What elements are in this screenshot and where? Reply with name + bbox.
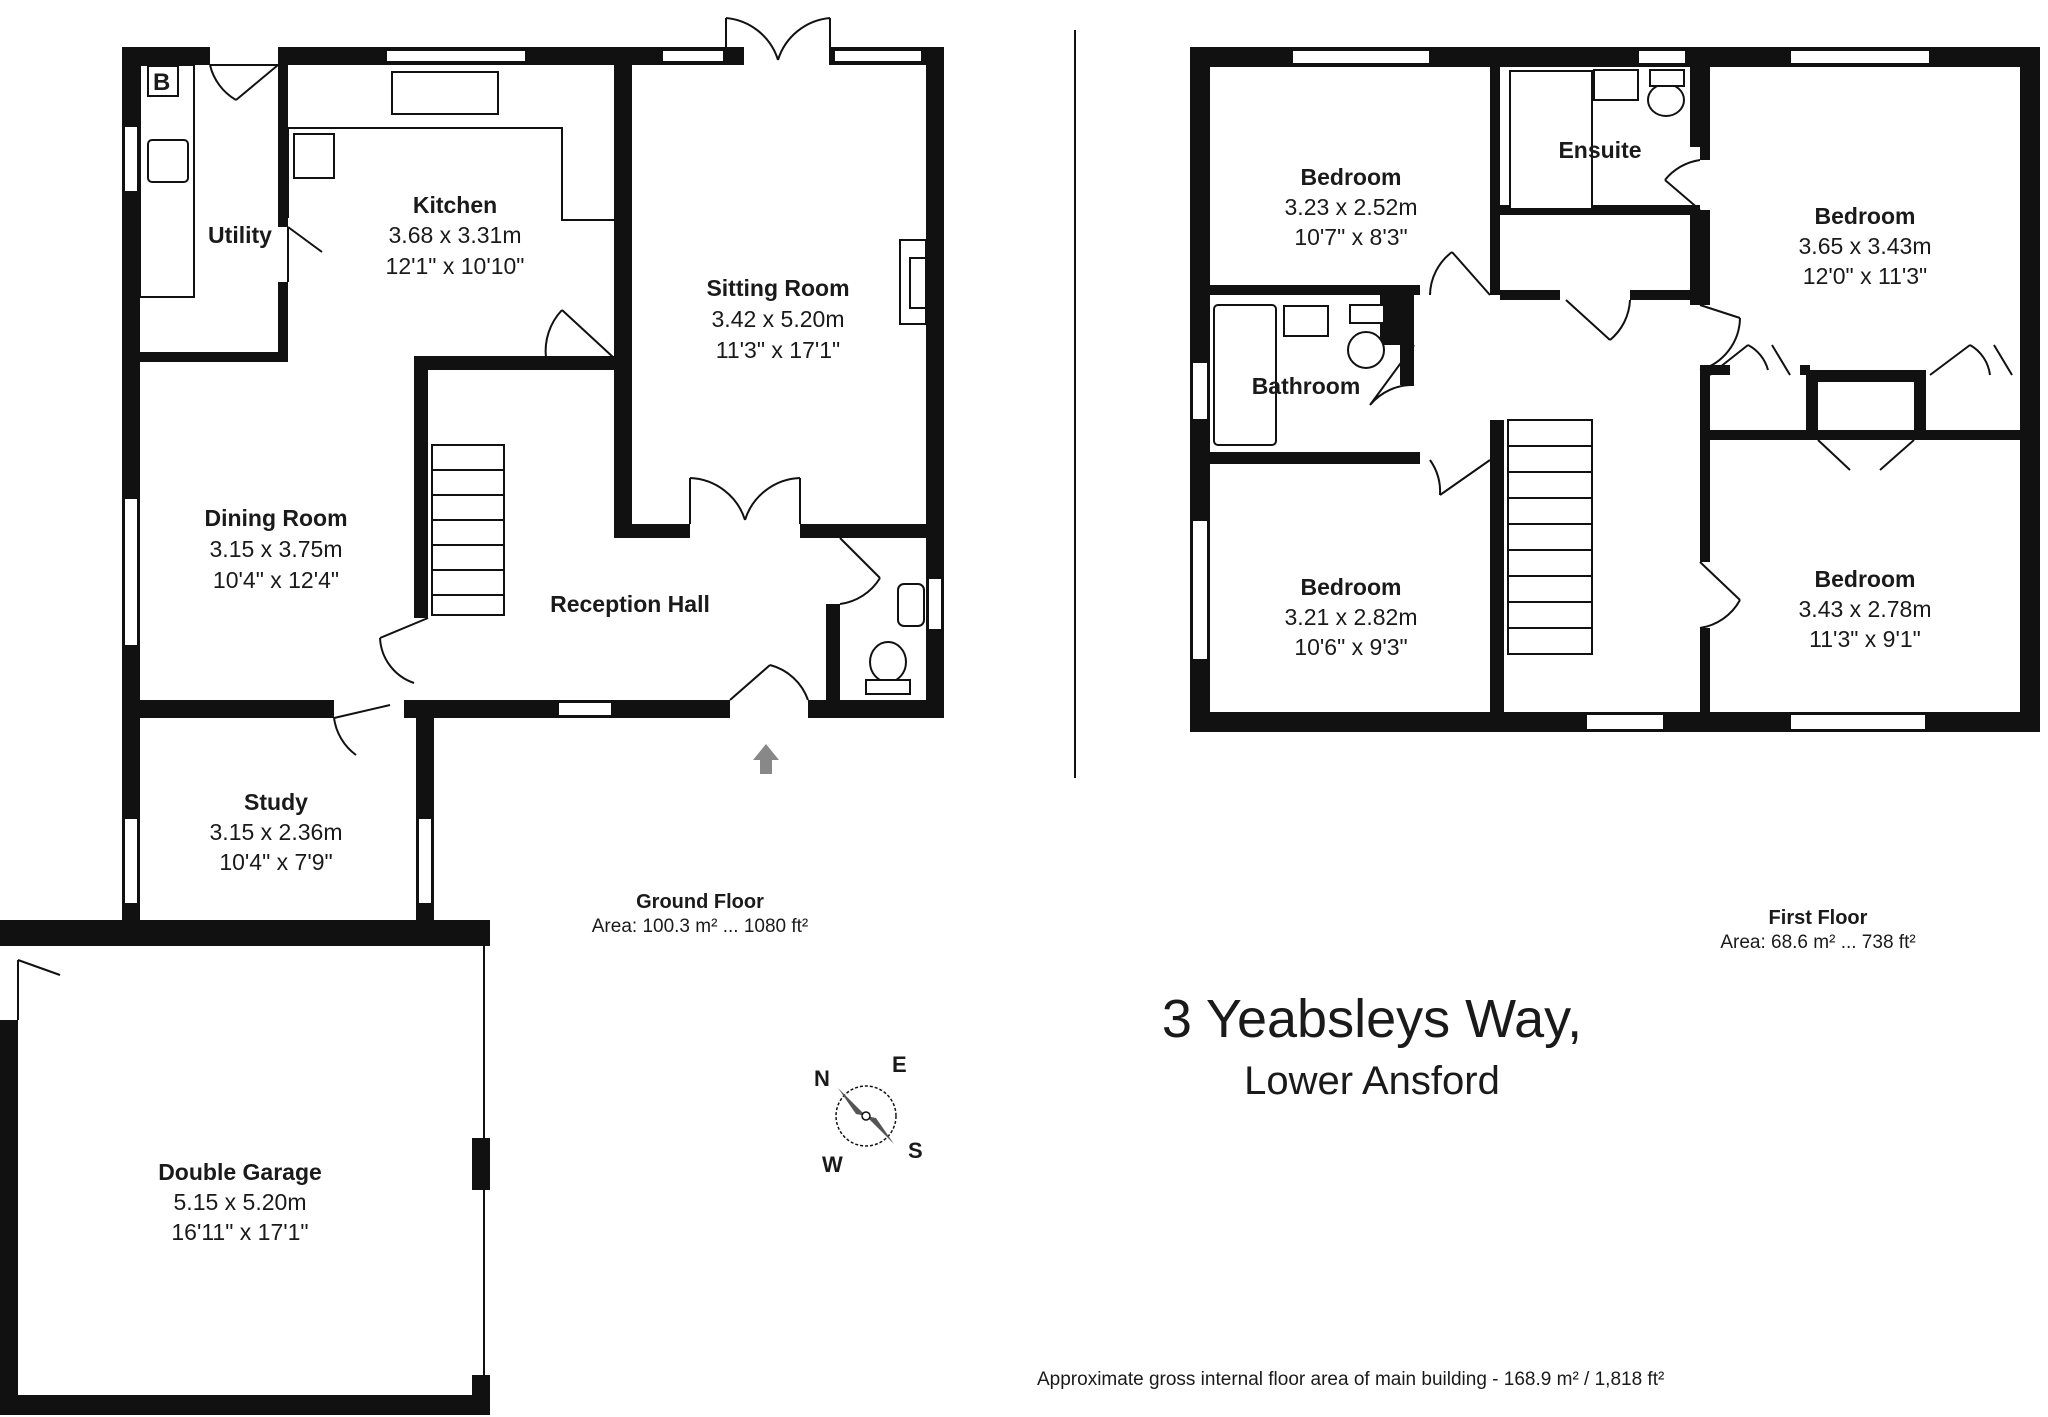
bathroom-toilet-icon: [1347, 331, 1385, 369]
address-line-1: 3 Yeabsleys Way,: [1162, 989, 1582, 1049]
kitchen-sink-icon: [391, 71, 499, 115]
first-floor-area: Area: 68.6 m² ... 738 ft²: [1720, 932, 1915, 953]
bedroom-ne-metric: 3.65 x 3.43m: [1799, 233, 1932, 259]
wc-toilet-icon: [869, 641, 907, 683]
utility-name: Utility: [208, 222, 272, 248]
bedroom-se-name: Bedroom: [1815, 566, 1916, 592]
study-imperial: 10'4" x 7'9": [219, 849, 332, 875]
compass-s: S: [908, 1138, 923, 1163]
bedroom-nw-imperial: 10'7" x 8'3": [1294, 224, 1407, 250]
bedroom-ne-name: Bedroom: [1815, 203, 1916, 229]
bedroom-se-metric: 3.43 x 2.78m: [1799, 596, 1932, 622]
bedroom-nw-name: Bedroom: [1301, 164, 1402, 190]
compass-rose-icon: N E S W: [814, 1052, 923, 1177]
first-floor-label: First Floor: [1769, 907, 1868, 929]
boiler-icon: [147, 65, 179, 97]
reception-hall-name: Reception Hall: [550, 591, 710, 617]
ensuite-toilet-icon: [1647, 83, 1685, 117]
first-floor-windows: [1191, 49, 1931, 731]
bedroom-ne-imperial: 12'0" x 11'3": [1803, 263, 1927, 289]
kitchen-imperial: 12'1" x 10'10": [386, 253, 525, 279]
compass-e: E: [892, 1052, 907, 1077]
compass-n: N: [814, 1066, 830, 1091]
sitting-room-metric: 3.42 x 5.20m: [712, 306, 845, 332]
ground-floor-fixtures: B: [139, 64, 927, 695]
total-area: Approximate gross internal floor area of…: [1037, 1369, 1664, 1390]
staircase-icon: [431, 444, 505, 616]
utility-sink-icon: [147, 139, 189, 183]
garage-imperial: 16'11" x 17'1": [171, 1219, 308, 1245]
study-metric: 3.15 x 2.36m: [210, 819, 343, 845]
kitchen-name: Kitchen: [413, 192, 497, 218]
bathroom-name: Bathroom: [1252, 373, 1361, 399]
bedroom-sw-name: Bedroom: [1301, 574, 1402, 600]
entrance-arrow-icon: [753, 744, 779, 774]
hob-icon: [293, 133, 335, 179]
dining-room-name: Dining Room: [204, 505, 347, 531]
ground-floor-label: Ground Floor: [636, 891, 764, 913]
sitting-room-imperial: 11'3" x 17'1": [716, 337, 840, 363]
bath-icon: [1213, 304, 1277, 446]
sitting-room-name: Sitting Room: [706, 275, 849, 301]
ground-floor-area: Area: 100.3 m² ... 1080 ft²: [592, 916, 809, 937]
kitchen-metric: 3.68 x 3.31m: [389, 222, 522, 248]
dining-room-metric: 3.15 x 3.75m: [210, 536, 343, 562]
dining-room-imperial: 10'4" x 12'4": [213, 567, 339, 593]
ensuite-name: Ensuite: [1558, 137, 1641, 163]
ground-floor-labels: Utility Kitchen 3.68 x 3.31m 12'1" x 10'…: [158, 192, 849, 1245]
first-floor-labels: Bedroom 3.23 x 2.52m 10'7" x 8'3" Ensuit…: [1252, 137, 1932, 953]
garage-name: Double Garage: [158, 1159, 322, 1185]
ensuite-basin-icon: [1593, 69, 1639, 101]
ground-floor-windows: [123, 49, 943, 905]
address-line-2: Lower Ansford: [1244, 1059, 1500, 1103]
shower-icon: [1509, 70, 1593, 210]
bedroom-nw-metric: 3.23 x 2.52m: [1285, 194, 1418, 220]
first-floor-plan: Bedroom 3.23 x 2.52m 10'7" x 8'3" Ensuit…: [1190, 47, 2040, 953]
bedroom-se-imperial: 11'3" x 9'1": [1809, 626, 1921, 652]
first-floor-fixtures: [1213, 69, 1685, 655]
bedroom-sw-metric: 3.21 x 2.82m: [1285, 604, 1418, 630]
fireplace-icon: [899, 239, 927, 325]
bedroom-sw-imperial: 10'6" x 9'3": [1294, 634, 1407, 660]
study-name: Study: [244, 789, 308, 815]
boiler-label: B: [153, 69, 170, 96]
first-floor-staircase-icon: [1507, 419, 1593, 655]
bathroom-basin-icon: [1283, 305, 1329, 337]
garage-metric: 5.15 x 5.20m: [174, 1189, 307, 1215]
ground-floor-plan: B Utility Kitchen: [0, 17, 944, 1415]
compass-w: W: [822, 1152, 843, 1177]
wc-basin-icon: [897, 583, 925, 627]
ground-floor-doors: [17, 17, 881, 1020]
first-floor-doors: [1369, 159, 2013, 629]
